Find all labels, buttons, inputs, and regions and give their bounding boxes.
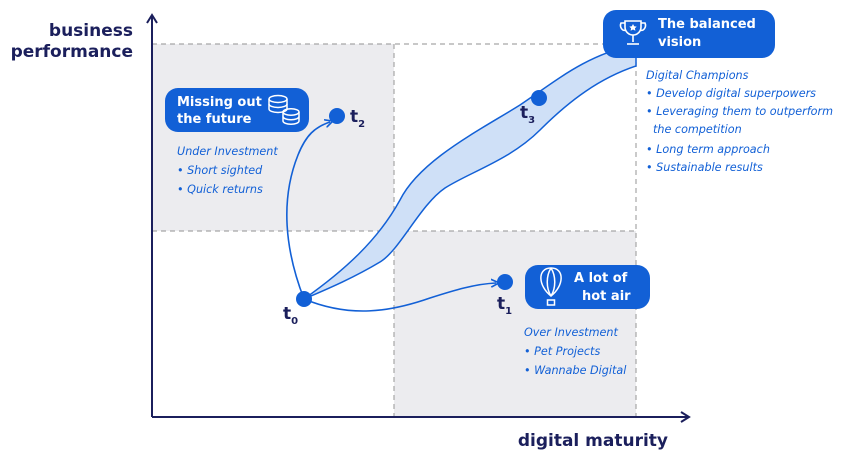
callout-balanced-vision-line1: The balanced xyxy=(658,17,756,32)
y-axis-title-line1: business xyxy=(49,21,133,41)
balanced-growth-band xyxy=(303,43,637,300)
label-t1: t1 xyxy=(497,294,512,317)
callout-missing-out-line1: Missing out xyxy=(177,95,262,110)
notes-digital-champions-bullet-1: • Develop digital superpowers xyxy=(646,87,816,100)
x-axis-title: digital maturity xyxy=(518,431,668,451)
point-t0 xyxy=(296,291,312,307)
hot-air-balloon-icon xyxy=(540,267,562,306)
notes-digital-champions-bullet-2-cont: the competition xyxy=(653,123,742,136)
callout-balanced-vision-line2: vision xyxy=(658,35,701,50)
notes-under-investment-heading: Under Investment xyxy=(177,145,278,158)
quadrant-bottom-right xyxy=(394,231,636,417)
point-t2 xyxy=(329,108,345,124)
notes-over-investment-heading: Over Investment xyxy=(524,326,618,339)
notes-over-investment-bullet-2: • Wannabe Digital xyxy=(524,364,627,377)
trophy-icon xyxy=(619,20,647,45)
callout-hot-air-line1: A lot of xyxy=(574,271,628,286)
trajectory-t0-to-t2 xyxy=(286,122,330,300)
coins-icon xyxy=(268,94,300,125)
notes-under-investment-bullet-1: • Short sighted xyxy=(177,164,263,177)
callout-hot-air-line2: hot air xyxy=(582,289,631,304)
notes-digital-champions-bullet-3: • Long term approach xyxy=(646,143,770,156)
notes-digital-champions-heading: Digital Champions xyxy=(646,69,749,82)
grid-lines xyxy=(152,43,637,417)
point-t1 xyxy=(497,274,513,290)
notes-over-investment-bullet-1: • Pet Projects xyxy=(524,345,600,358)
notes-under-investment: Under Investment • Short sighted • Quick… xyxy=(177,145,278,196)
notes-digital-champions-bullet-2: • Leveraging them to outperform xyxy=(646,105,833,118)
callout-missing-out-line2: the future xyxy=(177,112,252,127)
y-axis-title-line2: performance xyxy=(11,42,133,62)
notes-under-investment-bullet-2: • Quick returns xyxy=(177,183,263,196)
callout-hot-air: A lot of hot air xyxy=(525,265,650,309)
notes-digital-champions: Digital Champions • Develop digital supe… xyxy=(646,69,833,174)
trajectory-t0-to-t1 xyxy=(303,283,496,312)
label-t3: t3 xyxy=(520,103,535,126)
label-t2: t2 xyxy=(350,107,365,130)
callout-balanced-vision: The balanced vision xyxy=(603,10,775,58)
notes-over-investment: Over Investment • Pet Projects • Wannabe… xyxy=(524,326,627,377)
notes-digital-champions-bullet-4: • Sustainable results xyxy=(646,161,763,174)
quadrant-top-left xyxy=(152,44,394,231)
point-t3 xyxy=(531,90,547,106)
label-t0: t0 xyxy=(283,304,298,327)
callout-missing-out: Missing out the future xyxy=(165,88,309,132)
